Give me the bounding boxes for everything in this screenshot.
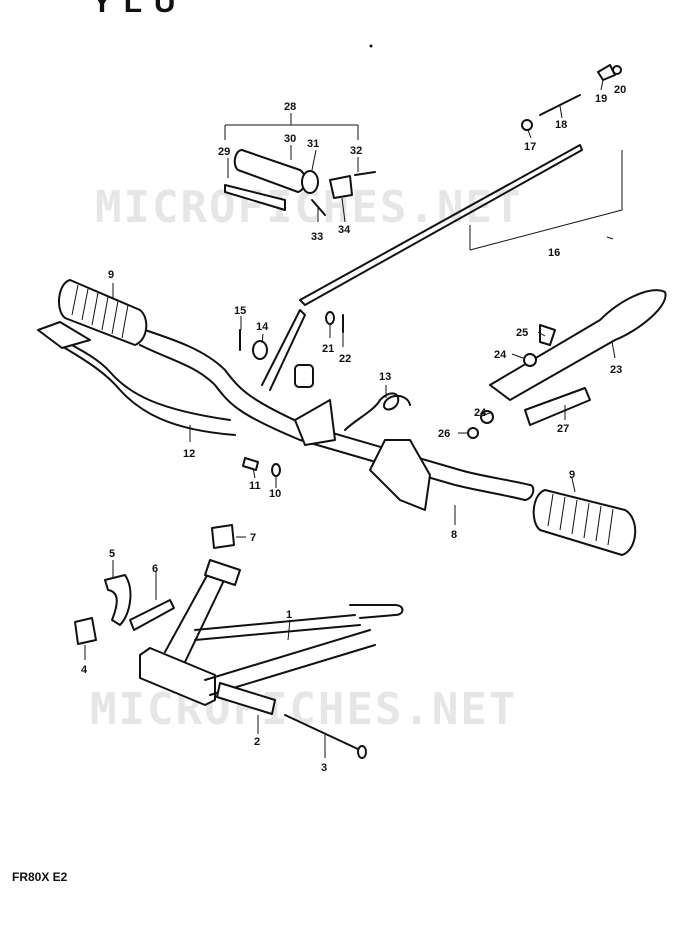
part-label-14: 14 bbox=[256, 321, 269, 333]
part-label-26: 26 bbox=[438, 428, 450, 440]
center-stand bbox=[139, 559, 404, 706]
part-label-33: 33 bbox=[311, 231, 323, 243]
part-label-4: 4 bbox=[81, 664, 88, 676]
page-heading: Y L U bbox=[92, 0, 178, 19]
footrest-rubber-right bbox=[532, 489, 637, 556]
part-label-10: 10 bbox=[269, 488, 281, 500]
footrest-rubber-left bbox=[58, 279, 148, 346]
part-label-34: 34 bbox=[338, 224, 351, 236]
part-label-13: 13 bbox=[379, 371, 391, 383]
part-label-25: 25 bbox=[516, 327, 528, 339]
return-spring bbox=[344, 392, 411, 431]
part-label-24b: 24 bbox=[474, 407, 487, 419]
part-label-3: 3 bbox=[321, 762, 327, 774]
grip-assembly bbox=[224, 124, 376, 216]
brake-rod bbox=[299, 144, 623, 306]
part-label-15: 15 bbox=[234, 305, 246, 317]
part-label-16: 16 bbox=[548, 247, 560, 259]
part-label-11: 11 bbox=[249, 480, 261, 492]
part-label-1: 1 bbox=[286, 609, 292, 621]
part-label-18: 18 bbox=[555, 119, 567, 131]
part-label-28: 28 bbox=[284, 101, 296, 113]
part-label-31: 31 bbox=[307, 138, 319, 150]
part-label-19: 19 bbox=[595, 93, 607, 105]
speck-mark bbox=[369, 44, 373, 48]
model-code-label: FR80X E2 bbox=[12, 870, 68, 884]
part-label-7: 7 bbox=[250, 532, 256, 544]
small-fasteners bbox=[239, 311, 344, 477]
pivot-bolt bbox=[521, 64, 622, 131]
part-label-22: 22 bbox=[339, 353, 351, 365]
bar-brackets bbox=[261, 309, 431, 511]
part-label-2: 2 bbox=[254, 736, 260, 748]
stand-small-parts bbox=[74, 524, 235, 645]
leader-lines bbox=[84, 79, 616, 758]
part-label-32: 32 bbox=[350, 145, 362, 157]
watermark-bottom: MICROFICHES.NET bbox=[90, 684, 517, 735]
part-label-9a: 9 bbox=[108, 269, 114, 281]
part-label-24a: 24 bbox=[494, 349, 507, 361]
part-label-20: 20 bbox=[614, 84, 626, 96]
stand-pivot bbox=[216, 682, 367, 759]
part-label-30: 30 bbox=[284, 133, 296, 145]
brake-pedal bbox=[467, 289, 667, 439]
part-label-5: 5 bbox=[109, 548, 115, 560]
footrest-bar bbox=[37, 321, 535, 501]
part-label-9b: 9 bbox=[569, 469, 575, 481]
part-label-23: 23 bbox=[610, 364, 622, 376]
part-labels: 9 9 28 30 29 31 32 33 34 18 17 19 20 16 … bbox=[81, 84, 626, 774]
part-label-29: 29 bbox=[218, 146, 230, 158]
part-label-21: 21 bbox=[322, 343, 334, 355]
part-label-8: 8 bbox=[451, 529, 457, 541]
part-label-12: 12 bbox=[183, 448, 195, 460]
part-label-6: 6 bbox=[152, 563, 158, 575]
part-label-17: 17 bbox=[524, 141, 536, 153]
tick-mark bbox=[606, 236, 614, 240]
part-label-27: 27 bbox=[557, 423, 569, 435]
